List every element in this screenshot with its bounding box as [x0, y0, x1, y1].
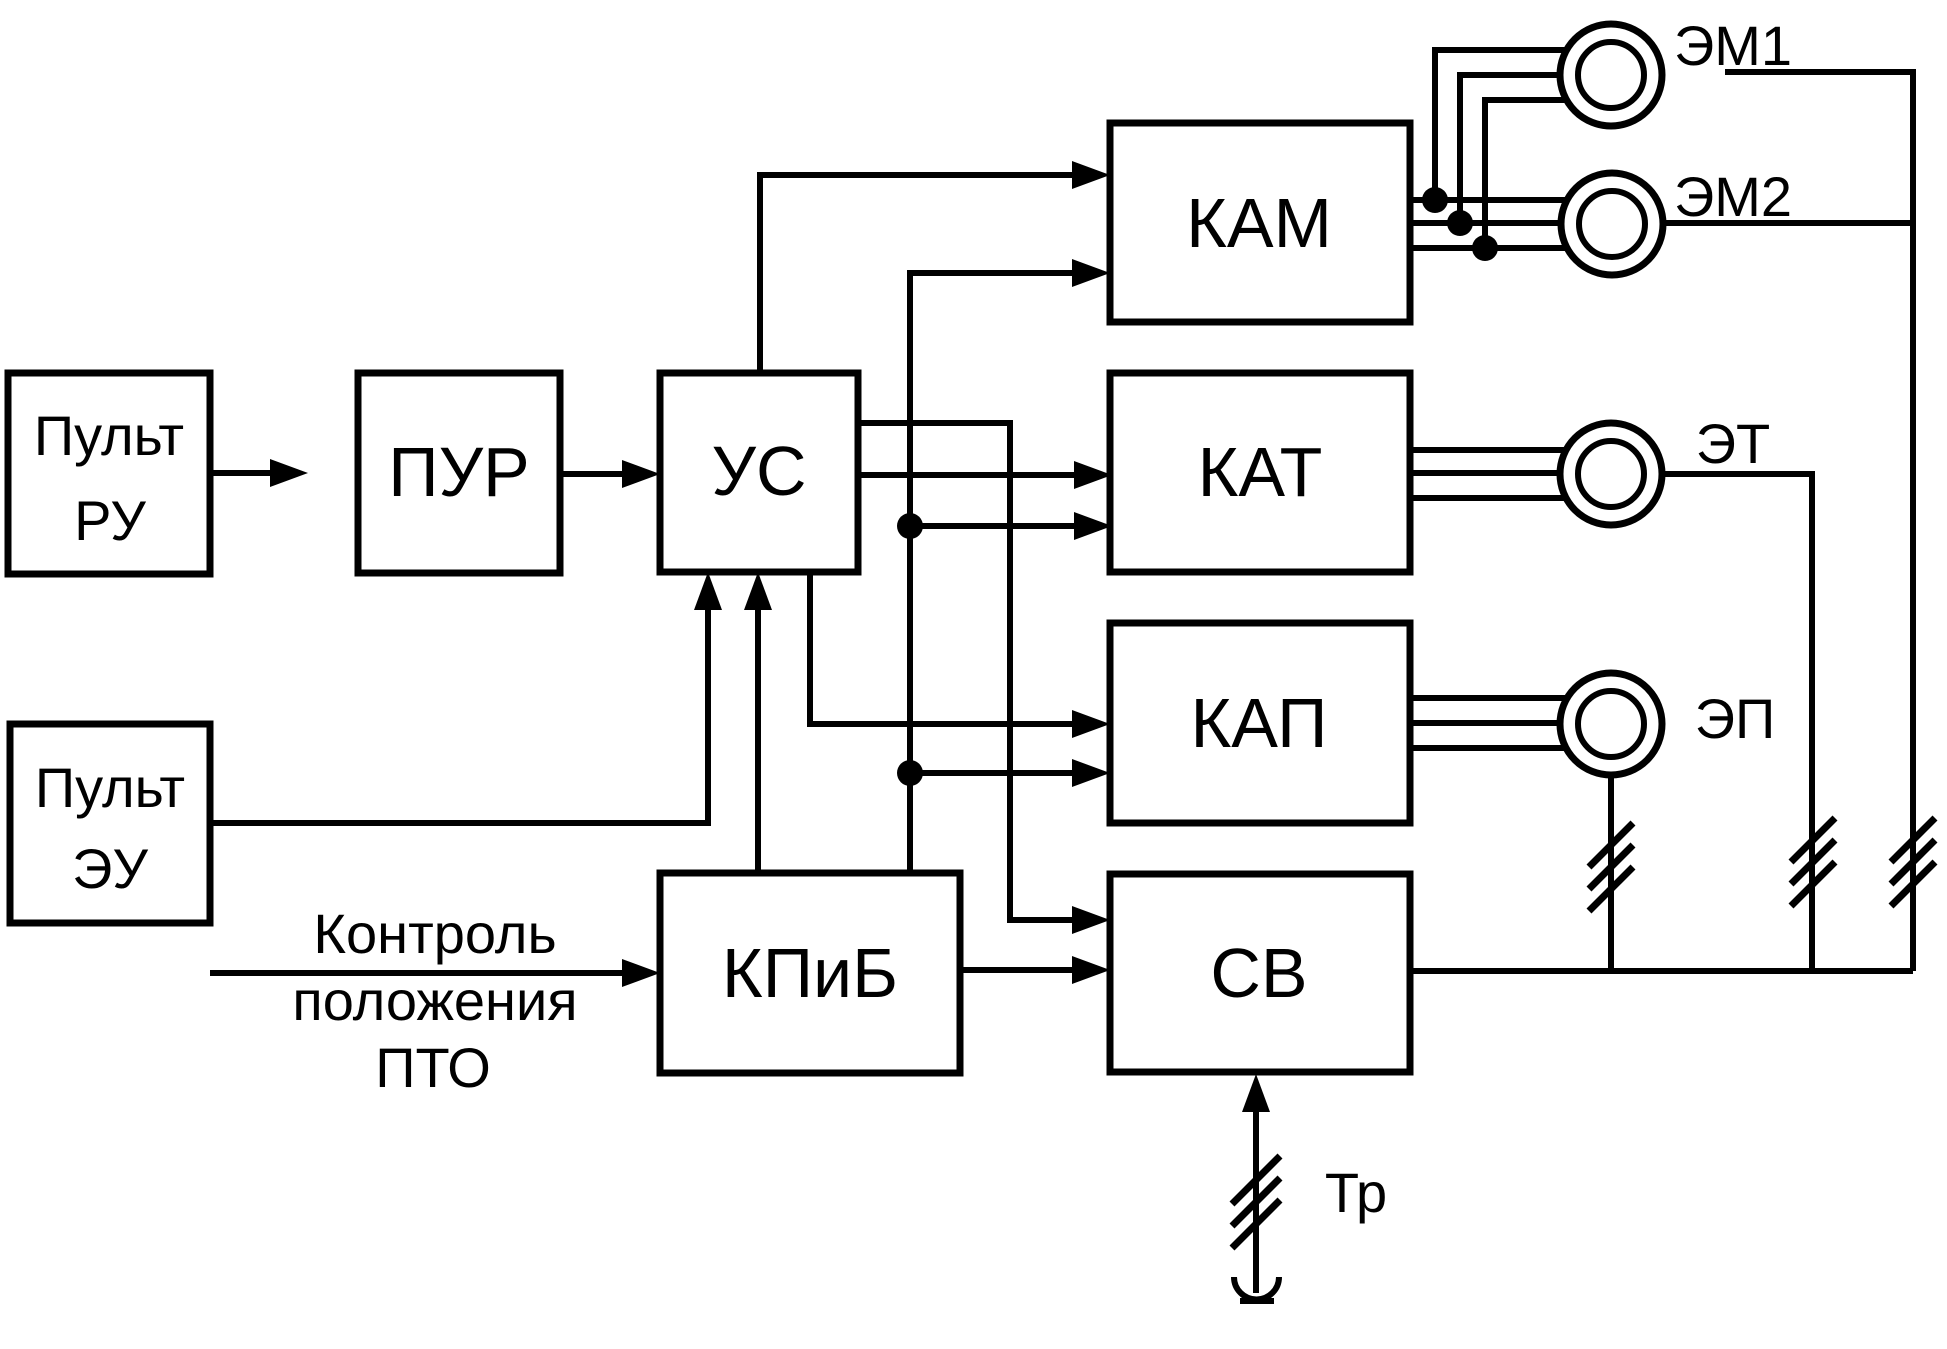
label-tr: Тр: [1325, 1161, 1387, 1224]
label-em1: ЭМ1: [1674, 14, 1792, 77]
motor-em1: [1556, 20, 1666, 130]
arrowheads: [270, 161, 1270, 1112]
hatch-stroke: [1888, 815, 1938, 865]
arrowhead: [1072, 259, 1110, 287]
hatch-et-shaft: [1788, 815, 1838, 909]
block-pult-ru-rect: [4, 369, 214, 578]
arrowhead: [744, 572, 772, 610]
motor-et-inner-circle: [1575, 438, 1647, 510]
arrowhead: [1072, 956, 1110, 984]
label-ep: ЭП: [1695, 687, 1776, 750]
hatch-stroke: [1788, 859, 1838, 909]
hatch-stroke: [1788, 837, 1838, 887]
block-pult-eu-label-line2: ЭУ: [72, 837, 148, 900]
arrowhead: [1072, 161, 1110, 189]
block-us-rect: [656, 369, 862, 576]
block-kam-label: КАМ: [1186, 184, 1332, 262]
junction-dot: [1447, 210, 1473, 236]
wire-pulteu-to-us: [210, 608, 711, 826]
hatch-ep-shaft: [1586, 820, 1636, 914]
junction-dot: [1472, 235, 1498, 261]
motor-em2-inner-circle: [1576, 188, 1648, 260]
block-kam-rect: [1106, 119, 1414, 326]
arrowhead: [622, 460, 660, 488]
block-kap: КАП: [1106, 619, 1414, 827]
hatch-stroke: [1229, 1197, 1283, 1251]
block-pur-label: ПУР: [388, 433, 529, 511]
block-kat: КАТ: [1106, 369, 1414, 576]
label-control-line3: ПТО: [375, 1036, 491, 1099]
wires: [210, 47, 1916, 1293]
hatch-stroke: [1586, 820, 1636, 870]
hatch-stroke: [1888, 859, 1938, 909]
block-us-label: УС: [711, 432, 806, 510]
block-pur: ПУР: [354, 369, 564, 577]
label-control-line1: Контроль: [313, 902, 556, 965]
label-et: ЭТ: [1696, 412, 1770, 475]
block-kat-label: КАТ: [1198, 433, 1323, 511]
block-sv-rect: [1106, 870, 1414, 1076]
arrowhead: [1074, 461, 1112, 489]
hatch-stroke: [1586, 842, 1636, 892]
arrowhead: [1072, 906, 1110, 934]
junction-dot: [897, 760, 923, 786]
block-kap-rect: [1106, 619, 1414, 827]
block-pult-ru-label-line2: РУ: [74, 489, 146, 552]
arrowhead: [622, 959, 660, 987]
block-kat-rect: [1106, 369, 1414, 576]
wire-em1-feed2: [1457, 72, 1561, 223]
arrowhead: [270, 459, 308, 487]
block-us: УС: [656, 369, 862, 576]
hatch-stroke: [1229, 1175, 1283, 1229]
block-sv: СВ: [1106, 870, 1414, 1076]
block-pur-rect: [354, 369, 564, 577]
junction-dot: [897, 513, 923, 539]
hatch-tr-line: [1229, 1153, 1283, 1251]
motor-em1-inner-circle: [1575, 39, 1647, 111]
wire-em1-feed1: [1432, 47, 1567, 200]
junction-dots: [897, 187, 1498, 786]
wire-em1-shaft: [1725, 69, 1916, 971]
wire-us-to-kap1: [807, 572, 1072, 727]
hatch-stroke: [1586, 864, 1636, 914]
block-kpib-rect: [656, 869, 964, 1077]
block-kam: КАМ: [1106, 119, 1414, 326]
block-pult-ru: Пульт РУ: [4, 369, 214, 578]
label-em2: ЭМ2: [1674, 165, 1792, 228]
hatch-stroke: [1229, 1153, 1283, 1207]
wire-et-shaft: [1662, 471, 1815, 971]
block-kpib-label: КПиБ: [722, 934, 898, 1012]
wire-kpib-to-kam2: [907, 270, 1072, 873]
block-pult-eu: Пульт ЭУ: [6, 720, 214, 927]
hatch-stroke: [1888, 837, 1938, 887]
arrowhead: [1072, 710, 1110, 738]
tr-end-symbol: [1231, 1276, 1282, 1304]
block-pult-eu-rect: [6, 720, 214, 927]
arrowhead: [694, 572, 722, 610]
motor-ep-inner-circle: [1575, 688, 1647, 760]
wire-us-to-sv1: [858, 420, 1072, 923]
block-pult-ru-label-line1: Пульт: [34, 404, 184, 467]
labels: ЭМ1 ЭМ2 ЭТ ЭП Тр Контроль положения ПТО: [292, 14, 1792, 1224]
wire-em1-feed3: [1482, 97, 1567, 248]
junction-dot: [1422, 187, 1448, 213]
block-pult-eu-label-line1: Пульт: [35, 756, 185, 819]
block-kpib: КПиБ: [656, 869, 964, 1077]
motor-ep: [1556, 669, 1666, 779]
wire-us-to-kam1: [757, 172, 1072, 373]
motor-et: [1556, 419, 1666, 529]
arrowhead: [1074, 512, 1112, 540]
arrowhead: [1242, 1074, 1270, 1112]
arrowhead: [1072, 759, 1110, 787]
block-kap-label: КАП: [1191, 684, 1328, 762]
motor-em2: [1557, 169, 1667, 279]
block-sv-label: СВ: [1210, 934, 1307, 1012]
hatch-em-shaft: [1888, 815, 1938, 909]
hatch-stroke: [1788, 815, 1838, 865]
label-control-line2: положения: [292, 969, 577, 1032]
